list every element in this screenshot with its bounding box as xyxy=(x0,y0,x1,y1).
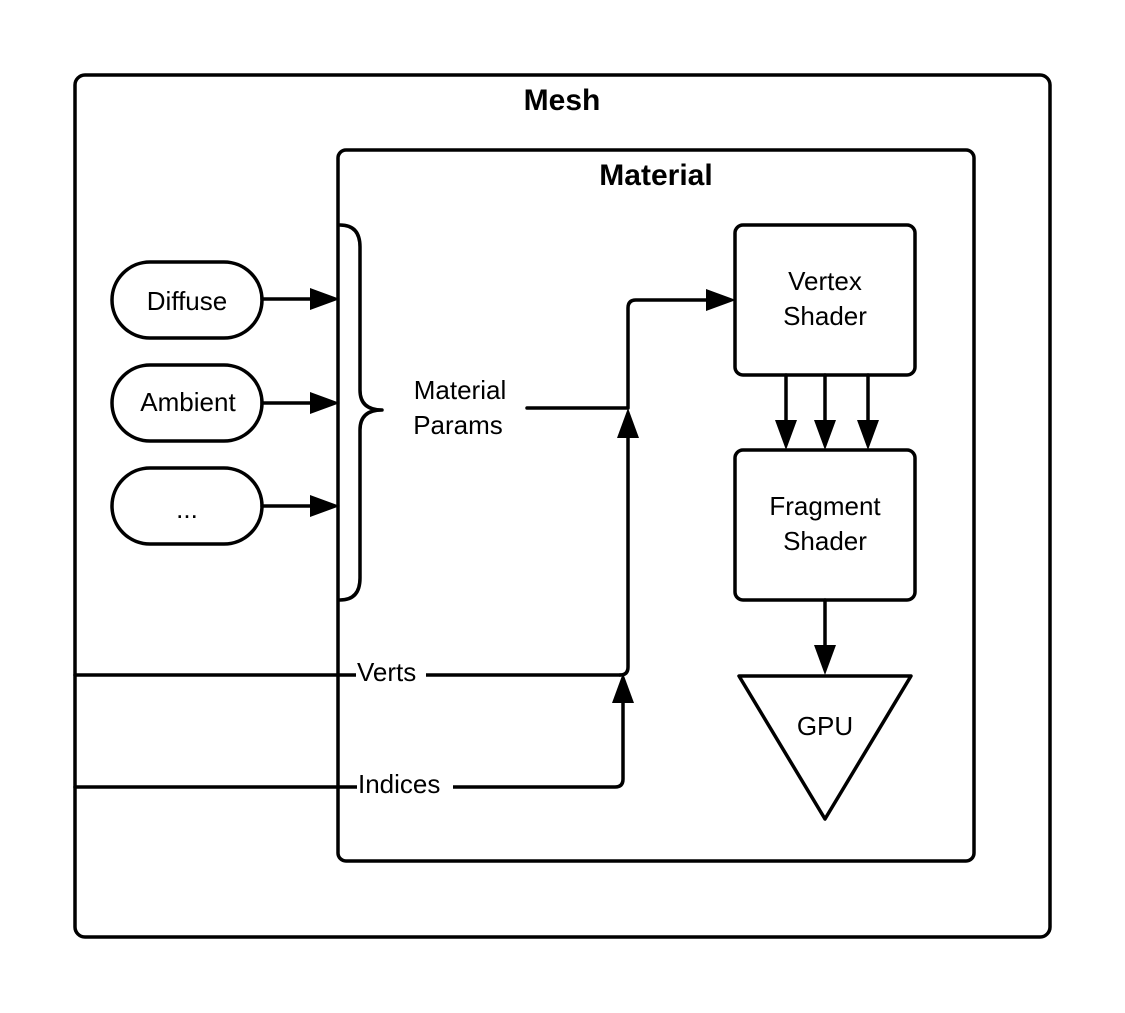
params-to-vertex-connector xyxy=(525,298,710,410)
input-diffuse: Diffuse xyxy=(110,260,264,340)
vertex-shader-input-arrowhead xyxy=(706,289,736,311)
verts-arrowhead xyxy=(617,408,639,438)
input-arrows xyxy=(260,288,340,517)
material-params-label-line2: Params xyxy=(413,410,503,440)
vertex-shader: Vertex Shader xyxy=(733,223,917,377)
input-more-label: ... xyxy=(176,494,198,524)
fragment-shader: Fragment Shader xyxy=(733,448,917,602)
gpu: GPU xyxy=(737,674,913,821)
input-ambient: Ambient xyxy=(110,363,264,443)
material-title: Material xyxy=(599,159,712,192)
vertex-shader-line1: Vertex xyxy=(788,266,862,296)
fragment-to-gpu-arrow xyxy=(814,598,836,675)
verts-wire-riser xyxy=(618,436,630,677)
vertex-shader-line2: Shader xyxy=(783,301,867,331)
gpu-label: GPU xyxy=(797,711,853,741)
fragment-shader-line1: Fragment xyxy=(769,491,881,521)
fragment-shader-line2: Shader xyxy=(783,526,867,556)
indices-arrowhead xyxy=(612,673,634,703)
material-params-label-line1: Material xyxy=(414,375,506,405)
indices-wire xyxy=(73,701,625,789)
params-brace xyxy=(338,223,384,602)
mesh-title: Mesh xyxy=(524,84,601,117)
indices-label: Indices xyxy=(358,769,440,799)
input-ambient-label: Ambient xyxy=(140,387,236,417)
vertex-to-fragment-arrows xyxy=(775,373,879,450)
input-more: ... xyxy=(110,466,264,546)
verts-label: Verts xyxy=(357,657,416,687)
input-diffuse-label: Diffuse xyxy=(147,286,227,316)
